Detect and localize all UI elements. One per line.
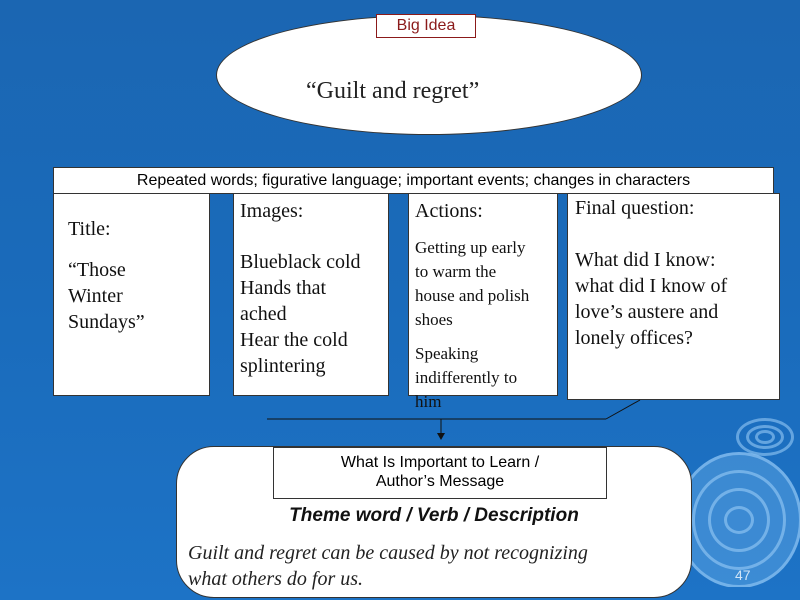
- title-line: Sundays”: [68, 311, 145, 333]
- page-number: 47: [735, 567, 751, 583]
- title-column: Title: “Those Winter Sundays”: [53, 193, 210, 396]
- actions-line: him: [415, 392, 442, 411]
- final-question-column: Final question: What did I know: what di…: [567, 193, 780, 400]
- actions-column: Actions: Getting up early to warm the ho…: [408, 193, 558, 411]
- theme-sentence-line: Guilt and regret can be caused by not re…: [188, 542, 588, 564]
- images-heading: Images:: [240, 200, 304, 222]
- final-question-line: what did I know of: [575, 275, 728, 297]
- images-line: Hands that: [240, 277, 327, 299]
- theme-line: Theme word / Verb / Description: [289, 505, 579, 526]
- big-idea-text: “Guilt and regret”: [306, 78, 480, 104]
- actions-line: to warm the: [415, 262, 497, 281]
- theme-sentence: Guilt and regret can be caused by not re…: [188, 540, 678, 592]
- message-header-line: What Is Important to Learn /: [340, 454, 540, 471]
- images-column: Images: Blueblack cold Hands that ached …: [233, 193, 389, 396]
- message-header-line: Author’s Message: [375, 473, 505, 490]
- images-line: Blueblack cold: [240, 251, 361, 273]
- title-line: Winter: [68, 285, 123, 307]
- actions-line: house and polish: [415, 286, 530, 305]
- title-heading: Title:: [68, 218, 111, 240]
- theme-sentence-line: what others do for us.: [188, 568, 364, 590]
- final-question-line: What did I know:: [575, 249, 716, 271]
- actions-line: indifferently to: [415, 368, 518, 387]
- images-line: splintering: [240, 355, 326, 377]
- actions-line: shoes: [415, 310, 453, 329]
- final-box-connector: [605, 399, 641, 420]
- authors-message-header: What Is Important to Learn / Author’s Me…: [273, 447, 607, 499]
- final-question-line: love’s austere and: [575, 301, 719, 323]
- final-question-heading: Final question:: [575, 197, 695, 219]
- actions-heading: Actions:: [415, 200, 483, 222]
- arrow-head: [437, 433, 445, 440]
- big-idea-label: Big Idea: [376, 14, 476, 38]
- evidence-bar: Repeated words; figurative language; imp…: [53, 167, 774, 194]
- actions-line: Getting up early: [415, 238, 526, 257]
- ripple-graphic-small: [736, 418, 794, 456]
- final-question-line: lonely offices?: [575, 327, 693, 349]
- images-line: ached: [240, 303, 287, 325]
- actions-line: Speaking: [415, 344, 479, 363]
- images-line: Hear the cold: [240, 329, 348, 351]
- ripple-graphic-large: [676, 452, 800, 587]
- title-line: “Those: [68, 259, 126, 281]
